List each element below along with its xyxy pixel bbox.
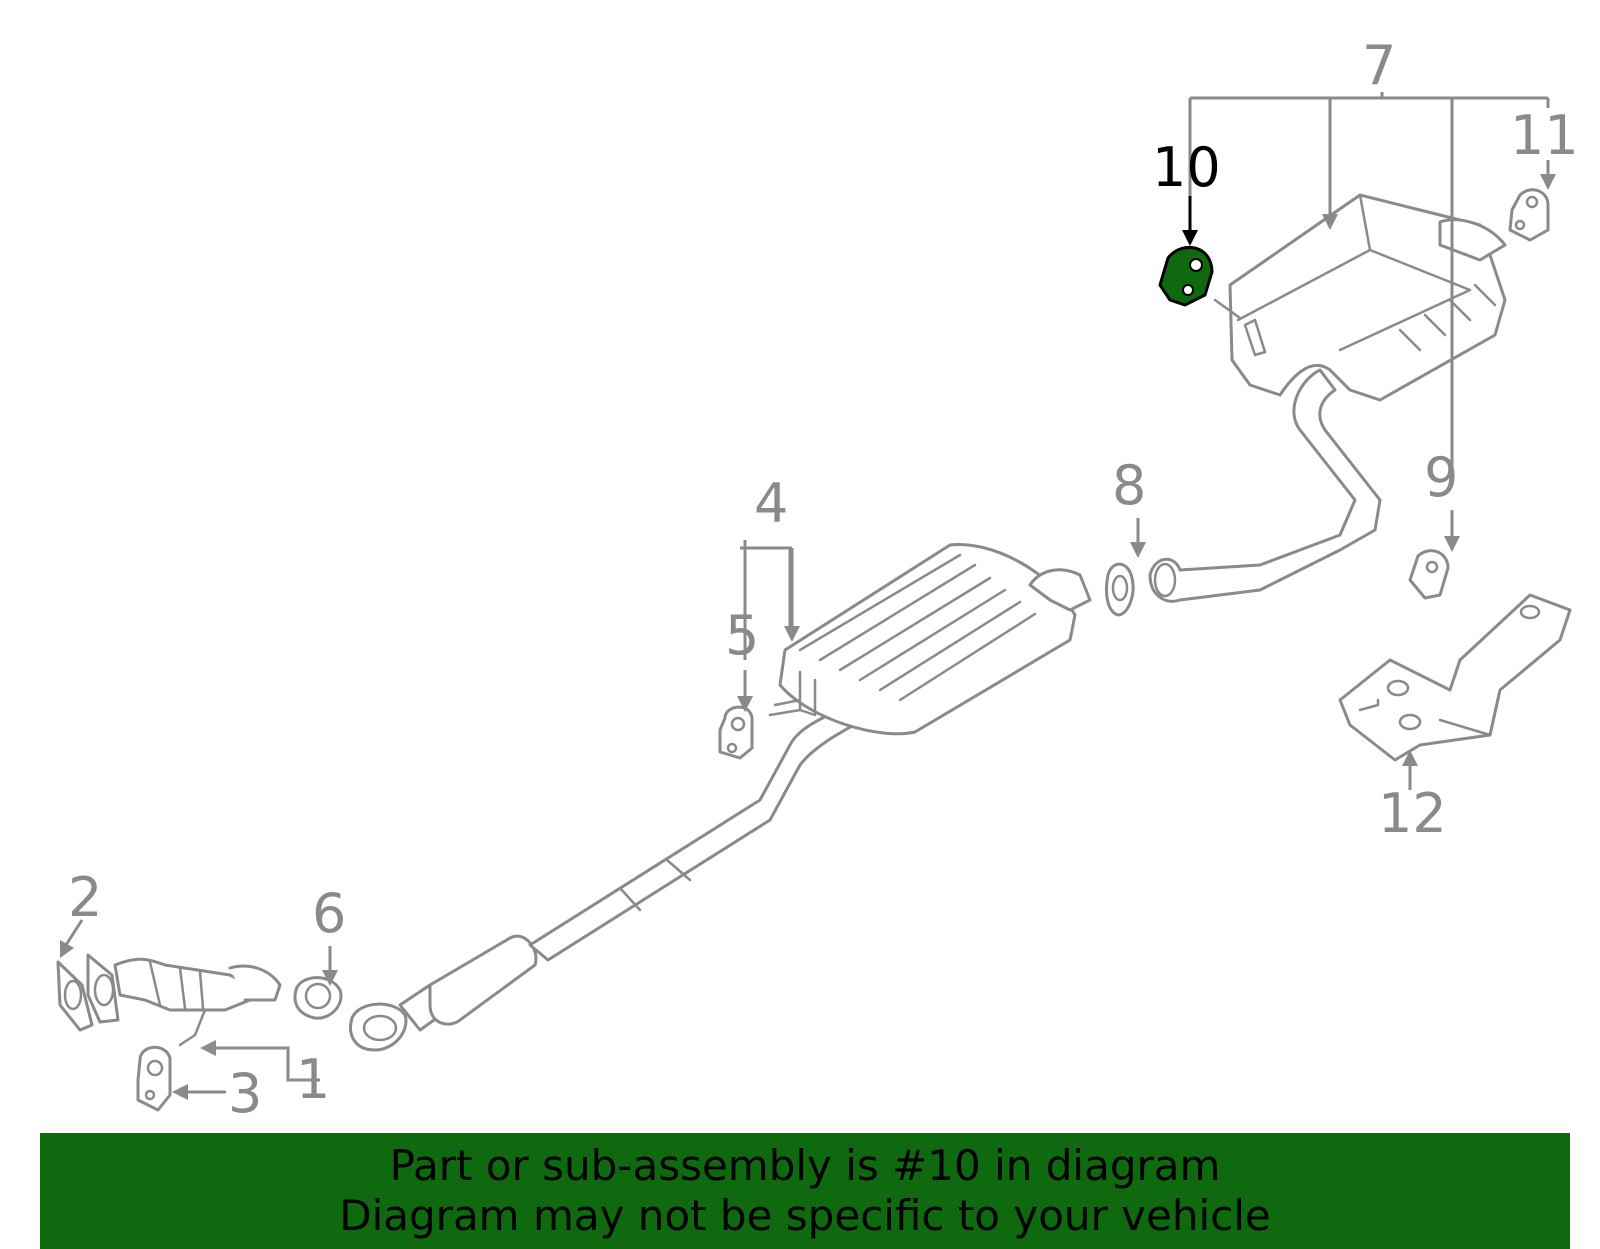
callout-1: 1 bbox=[296, 1048, 330, 1111]
part-4-center-muffler-assembly[interactable] bbox=[349, 542, 1092, 1052]
callout-4: 4 bbox=[754, 472, 788, 535]
info-banner: Part or sub-assembly is #10 in diagram D… bbox=[40, 1133, 1570, 1249]
callout-9: 9 bbox=[1424, 446, 1458, 509]
part-5-hanger[interactable] bbox=[718, 705, 754, 760]
callout-5: 5 bbox=[725, 604, 759, 667]
callout-11: 11 bbox=[1510, 104, 1579, 167]
part-1-front-pipe[interactable] bbox=[86, 953, 282, 1047]
exhaust-system-diagram: 1 2 3 4 5 6 7 8 9 10 11 12 bbox=[56, 34, 1579, 1125]
callout-6: 6 bbox=[312, 882, 346, 945]
part-9-hanger[interactable] bbox=[1408, 549, 1450, 600]
part-6-gasket[interactable] bbox=[293, 976, 343, 1020]
banner-line-1: Part or sub-assembly is #10 in diagram bbox=[389, 1141, 1221, 1190]
part-8-gasket[interactable] bbox=[1104, 562, 1135, 617]
callout-10: 10 bbox=[1152, 136, 1221, 199]
callout-7: 7 bbox=[1362, 34, 1396, 97]
callout-2: 2 bbox=[68, 866, 102, 929]
part-2-gasket[interactable] bbox=[56, 960, 94, 1032]
part-11-hanger[interactable] bbox=[1508, 188, 1550, 242]
part-3-hanger[interactable] bbox=[136, 1045, 172, 1112]
callout-12: 12 bbox=[1378, 782, 1447, 845]
part-7-rear-muffler[interactable] bbox=[1148, 193, 1507, 603]
callout-8: 8 bbox=[1112, 454, 1146, 517]
part-12-bracket[interactable] bbox=[1338, 593, 1572, 762]
banner-line-2: Diagram may not be specific to your vehi… bbox=[339, 1191, 1271, 1240]
callout-3: 3 bbox=[228, 1062, 262, 1125]
part-10-rubber-hanger[interactable] bbox=[1158, 246, 1214, 307]
